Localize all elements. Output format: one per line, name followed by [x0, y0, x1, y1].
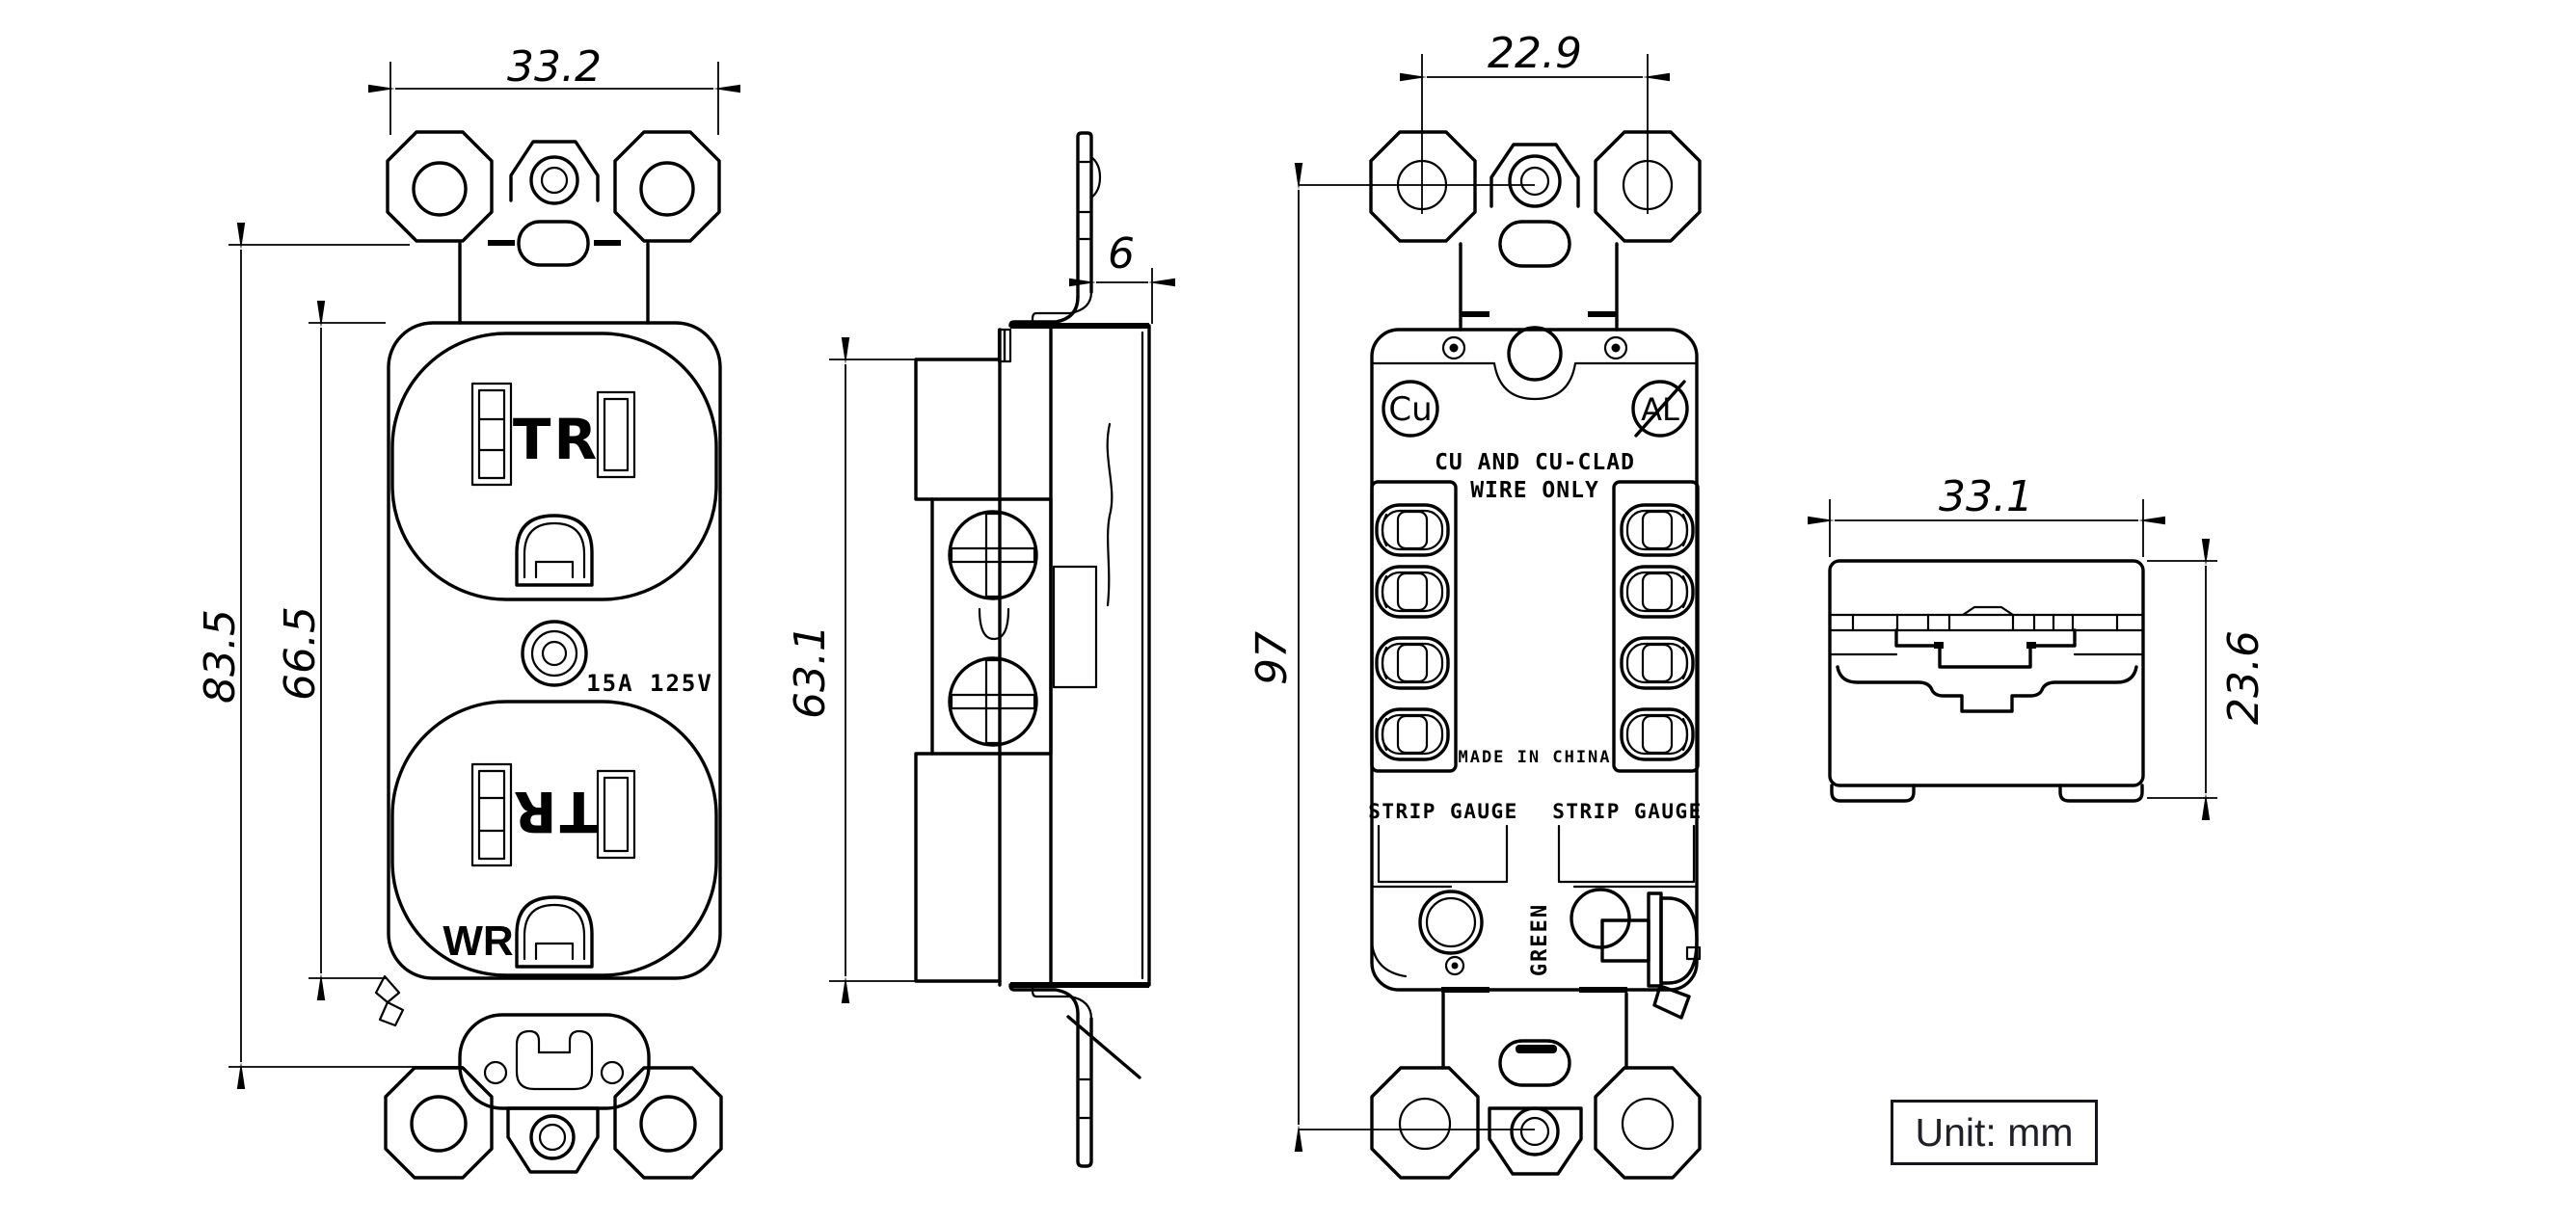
- mounting-ear-hole-icon: [410, 1095, 468, 1153]
- strap-slot-icon: [1498, 1039, 1571, 1087]
- mounting-ear-hole-icon: [1622, 159, 1674, 211]
- strip-gauge-label-left: STRIP GAUGE: [1368, 800, 1518, 823]
- dim-end-height: 23.6: [2147, 539, 2268, 820]
- strap-access-hole-icon: [1507, 326, 1563, 382]
- dim-side-bracket-offset-value: 6: [1108, 229, 1135, 279]
- wire-note-line2: WIRE ONLY: [1470, 478, 1599, 503]
- dim-side-depth: 63.1: [786, 337, 916, 1003]
- dim-end-height-value: 23.6: [2219, 630, 2268, 725]
- mounting-screw-boss: [509, 140, 600, 202]
- front-view: 33.2 83.5 66.5: [196, 42, 740, 1180]
- neutral-slot-icon: [470, 762, 513, 867]
- ground-hole-icon: [515, 514, 594, 587]
- unit-label-box: Unit: mm: [1891, 1100, 2098, 1165]
- break-off-tab-icon: [374, 974, 405, 1027]
- hot-slot-icon: [596, 769, 636, 860]
- wire-clamp-housing: [1052, 565, 1098, 689]
- dim-front-strap-height: 83.5: [196, 223, 463, 1089]
- back-top-strap: [1369, 130, 1702, 332]
- no-aluminum-badge-icon: AL: [1631, 380, 1689, 438]
- foot-tab: [2058, 784, 2144, 803]
- dim-front-body-height-value: 66.5: [276, 606, 325, 701]
- outlet-recess: [390, 700, 718, 977]
- ground-hole-icon: [515, 895, 594, 969]
- terminal-cluster-left: [1370, 480, 1458, 773]
- dim-back-mounting-span-value: 97: [1248, 631, 1297, 685]
- front-top-strap: [386, 130, 721, 325]
- back-view: 22.9 97: [1248, 29, 1703, 1180]
- mold-break-line: [1106, 422, 1114, 607]
- strap-slot-icon: [515, 1029, 594, 1091]
- front-outlet-top: TR: [390, 332, 718, 601]
- mounting-screw-boss: [1488, 1106, 1583, 1176]
- side-bottom-bracket: [1008, 983, 1141, 1168]
- ground-wire-label: GREEN: [1528, 903, 1552, 976]
- side-face-plate: [914, 358, 1002, 983]
- strap-slot-icon: [517, 220, 590, 267]
- wire-note-line1: CU AND CU-CLAD: [1435, 450, 1635, 475]
- break-line: [1066, 1015, 1141, 1079]
- center-screw-icon: [521, 620, 588, 687]
- copper-badge-icon: Cu: [1382, 380, 1439, 438]
- dim-front-body-height: 66.5: [276, 301, 386, 1000]
- end-profile: [1828, 559, 2145, 803]
- front-outlet-bottom: TR WR: [374, 700, 718, 1027]
- outlet-recess: [390, 332, 718, 601]
- rating-label: 15A 125V: [586, 670, 713, 697]
- mounting-ear-hole-icon: [639, 161, 695, 217]
- latch-step: [1894, 628, 2077, 669]
- dim-side-bracket-offset: 6: [1069, 229, 1175, 324]
- dim-end-width: 33.1: [1808, 472, 2165, 557]
- back-bottom-strap: [1370, 992, 1702, 1180]
- strap-edge-profile: [1836, 665, 2138, 713]
- dim-end-width-value: 33.1: [1939, 472, 2033, 521]
- strip-gauge-label-right: STRIP GAUGE: [1552, 800, 1703, 823]
- wire-terminal-icon: [1375, 565, 1450, 619]
- mounting-screw-boss: [1489, 143, 1580, 208]
- hot-slot-icon: [596, 390, 636, 479]
- front-bottom-strap: [384, 1013, 723, 1180]
- clamp-spring-icon: [978, 607, 1010, 641]
- mounting-ear-hole-icon: [1621, 1097, 1675, 1151]
- tr-marking-bottom: TR: [511, 779, 598, 844]
- mounting-ear-hole-icon: [1398, 1097, 1452, 1151]
- wire-terminal-icon: [1375, 503, 1450, 557]
- wire-terminal-icon: [1375, 707, 1450, 761]
- neutral-slot-icon: [470, 382, 513, 487]
- dim-front-width: 33.2: [368, 42, 740, 135]
- side-view: 6 63.1: [786, 131, 1175, 1168]
- front-face-plate: [387, 321, 722, 980]
- terminal-screw-icon: [948, 510, 1038, 600]
- origin-label: MADE IN CHINA: [1458, 748, 1611, 767]
- end-view: 33.1 23.6: [1808, 472, 2268, 820]
- terminal-pocket: [930, 497, 1053, 756]
- terminal-screw-icon: [948, 656, 1038, 747]
- mounting-ear-hole-icon: [1396, 159, 1448, 211]
- foot-tab: [1830, 784, 1916, 803]
- tr-marking-top: TR: [513, 407, 600, 472]
- strap-slot-icon: [1498, 220, 1571, 268]
- dim-side-depth-value: 63.1: [786, 625, 835, 719]
- wr-marking: WR: [443, 917, 513, 965]
- dim-front-strap-height-value: 83.5: [196, 609, 245, 704]
- terminal-cluster-right: [1612, 480, 1700, 773]
- mounting-screw-boss: [506, 1106, 600, 1174]
- side-body: [914, 323, 1151, 988]
- ground-screw-assembly: [1570, 888, 1702, 1020]
- back-top-band: [1370, 326, 1699, 401]
- dim-back-mounting-span: 97: [1248, 163, 1535, 1152]
- wire-release-hole-icon: [1370, 890, 1484, 978]
- strip-gauge-boxes: [1370, 824, 1699, 889]
- mounting-ear-hole-icon: [639, 1095, 697, 1153]
- copper-badge-label: Cu: [1388, 390, 1432, 429]
- dim-back-hole-spacing-value: 22.9: [1488, 29, 1582, 78]
- dim-front-width-value: 33.2: [507, 42, 602, 92]
- wire-terminal-icon: [1375, 636, 1450, 690]
- unit-label: Unit: mm: [1915, 1109, 2074, 1155]
- dim-back-hole-spacing: 22.9: [1400, 29, 1670, 214]
- side-top-bracket: [1008, 131, 1102, 328]
- mounting-ear-hole-icon: [412, 161, 468, 217]
